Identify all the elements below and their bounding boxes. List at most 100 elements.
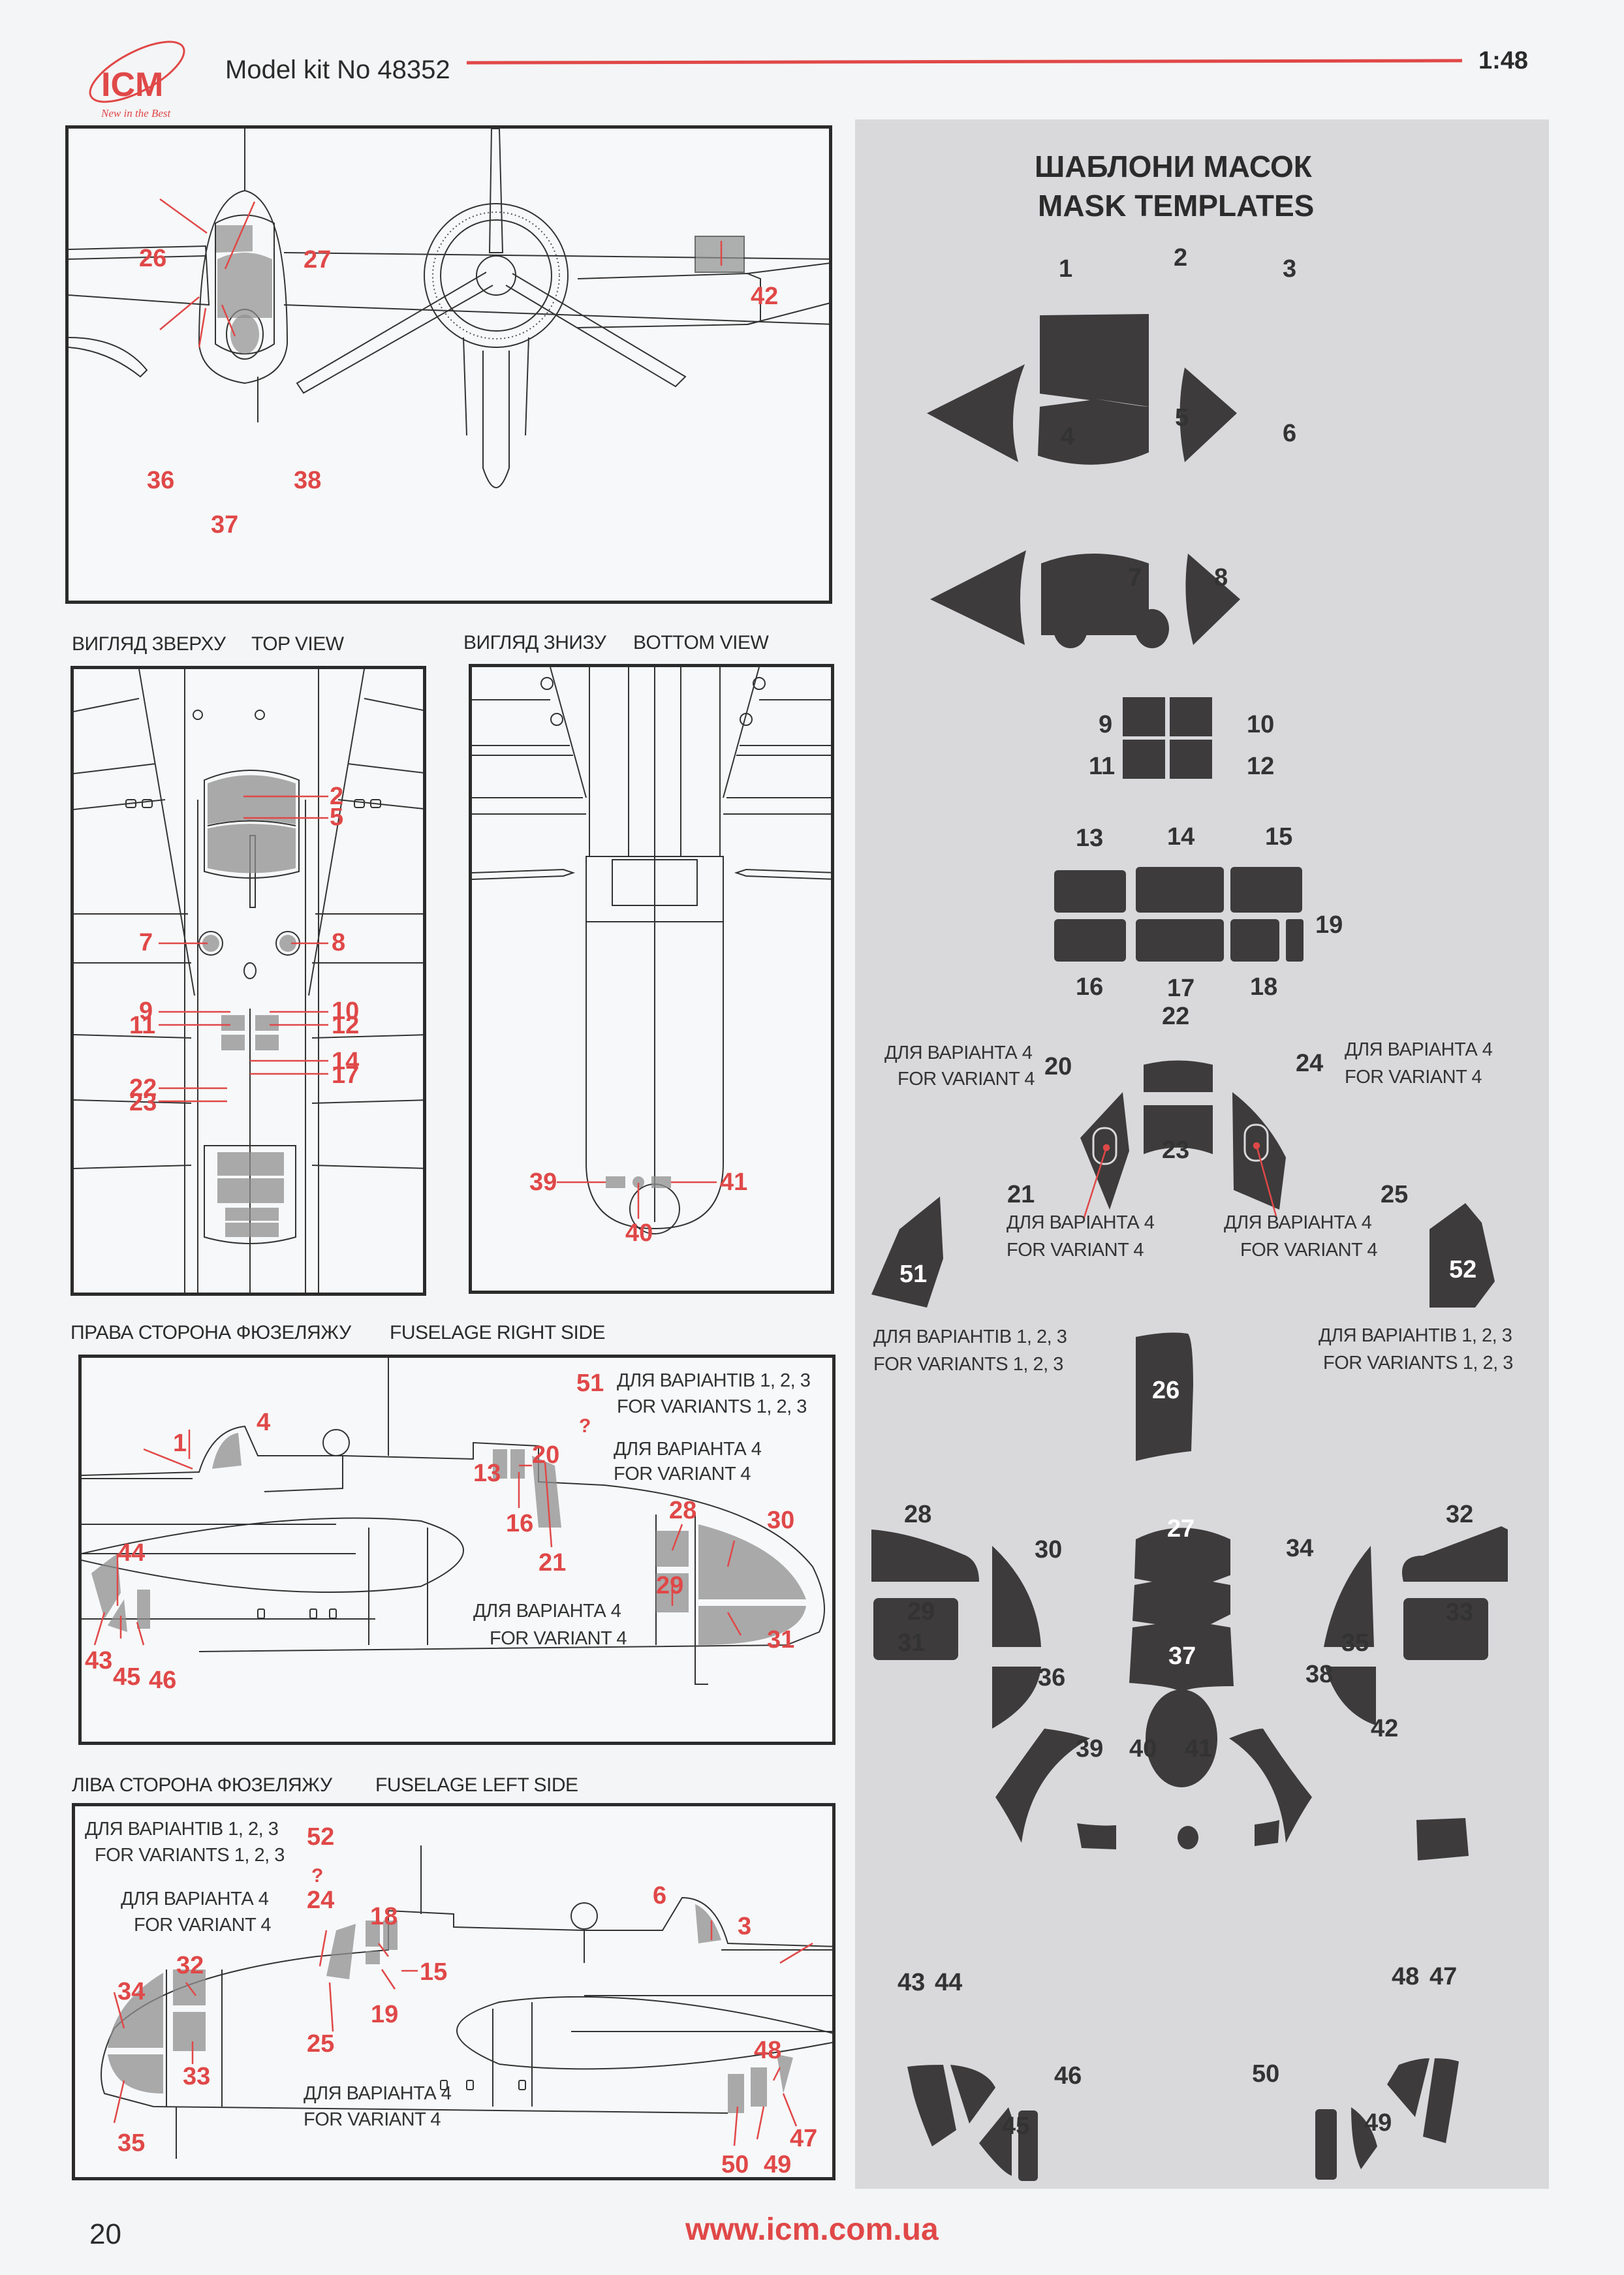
mask-label-21: 21 [1007,1181,1035,1208]
callout-52: 52 [307,1823,335,1851]
mask-label-46: 46 [1054,2062,1082,2090]
callout-30: 30 [767,1507,795,1534]
callout-49: 49 [764,2151,792,2178]
website-link[interactable]: www.icm.com.ua [685,2212,939,2247]
mask-2 [1038,314,1149,465]
mask-43 [907,2065,956,2146]
mask-label-4: 4 [1061,423,1075,450]
mask-label-23: 23 [1162,1137,1190,1164]
mask-4 [930,550,1026,645]
callout-35: 35 [117,2129,146,2157]
mask-32 [1402,1526,1508,1582]
callout-40: 40 [625,1219,653,1247]
mask-label-37: 37 [1168,1642,1196,1670]
mask-10 [1170,697,1212,736]
mask-label-15: 15 [1265,823,1293,851]
callout-43: 43 [85,1647,113,1674]
mask-label-36: 36 [1038,1664,1066,1691]
mask-26 [1136,1332,1193,1461]
callout-24: 24 [307,1887,335,1914]
callout-8: 8 [332,929,346,956]
mask-34 [1324,1546,1374,1647]
mask-note-25-en: FOR VARIANT 4 [1240,1240,1377,1261]
mask-label-9: 9 [1099,711,1113,738]
note-variant4-en: FOR VARIANT 4 [134,1915,271,1936]
callout-10: 10 [332,997,360,1025]
mask-3 [1179,368,1237,462]
callout-26: 26 [139,245,167,272]
callout-7: 7 [139,929,153,956]
mask-45 [979,2107,1012,2176]
mask-label-16: 16 [1076,973,1104,1001]
logo-ellipse-icon: ICM New in the Best [89,40,185,119]
mask-label-3: 3 [1283,255,1297,283]
mask-14 [1136,867,1224,913]
callout-38: 38 [294,467,322,494]
bottom-view-panel: 39 40 41 [469,664,834,1294]
mask-18 [1230,919,1279,962]
callout-20: 20 [532,1441,560,1469]
mask-label-25: 25 [1381,1181,1409,1208]
mask-label-48: 48 [1392,1963,1420,1990]
mask-note-52-ua: ДЛЯ ВАРІАНТІВ 1, 2, 3 [1319,1325,1512,1346]
top-view-title-ua: ВИГЛЯД ЗВЕРХУ [72,633,226,655]
mask-label-5: 5 [1175,404,1189,431]
mask-label-2: 2 [1174,244,1188,272]
scale-label: 1:48 [1478,47,1529,74]
mask-label-13: 13 [1076,824,1104,852]
mask-label-24: 24 [1296,1050,1324,1077]
note-variant4-ua: ДЛЯ ВАРІАНТА 4 [614,1439,762,1460]
callout-33: 33 [183,2063,211,2090]
mask-13 [1054,870,1126,913]
callout-28: 28 [669,1497,697,1524]
callout-39: 39 [529,1169,557,1196]
callout-41: 41 [720,1169,748,1196]
bottom-view-title-ua: ВИГЛЯД ЗНИЗУ [463,632,606,653]
callout-23: 23 [129,1089,157,1116]
header-rule [466,59,1463,65]
mask-templates-panel: ШАБЛОНИ МАСОК MASK TEMPLATES [855,119,1549,2189]
callout-27: 27 [304,246,332,274]
note-bottom-variant4-ua: ДЛЯ ВАРІАНТА 4 [304,2083,452,2104]
callout-46: 46 [149,1667,177,1694]
mask-label-33: 33 [1446,1599,1474,1626]
note-variant4-en: FOR VARIANT 4 [614,1464,751,1484]
mask-shapes [871,314,1508,2181]
mask-note-24-ua: ДЛЯ ВАРІАНТА 4 [1345,1039,1493,1060]
callout-16: 16 [506,1510,534,1537]
mask-label-6: 6 [1283,420,1297,447]
logo-tagline: New in the Best [101,107,172,119]
callout-15: 15 [420,1958,448,1986]
mask-label-34: 34 [1286,1535,1314,1562]
mask-24 [1232,1092,1286,1210]
callout-3: 3 [738,1913,752,1940]
mask-38 [1229,1729,1312,1843]
top-view-drawing [74,669,423,1293]
mask-label-14: 14 [1167,823,1195,851]
callout-18: 18 [370,1903,398,1930]
top-view-title-en: TOP VIEW [251,633,344,655]
callout-4: 4 [257,1409,271,1436]
mask-12 [1170,740,1212,779]
bottom-view-drawing [472,667,831,1234]
mask-label-49: 49 [1364,2109,1392,2137]
mask-label-35: 35 [1341,1629,1369,1657]
note-variant4-ua: ДЛЯ ВАРІАНТА 4 [121,1889,269,1909]
mask-label-17: 17 [1167,975,1195,1002]
mask-label-1: 1 [1059,255,1073,283]
mask-label-29: 29 [907,1598,935,1625]
callout-11: 11 [129,1012,156,1039]
callout-45: 45 [113,1663,141,1691]
callout-25: 25 [307,2030,335,2058]
mask-36 [995,1729,1090,1843]
left-side-drawing [101,1845,832,2159]
mask-44 [950,2065,995,2124]
mask-label-8: 8 [1214,564,1228,591]
mask-label-44: 44 [935,1969,963,1996]
mask-label-31: 31 [898,1629,926,1657]
mask-31 [992,1667,1041,1729]
front-view-panel: 26 27 36 37 38 42 [65,125,832,604]
mask-label-38: 38 [1305,1661,1334,1688]
mask-label-11: 11 [1089,753,1116,780]
callout-51: 51 [576,1370,604,1397]
